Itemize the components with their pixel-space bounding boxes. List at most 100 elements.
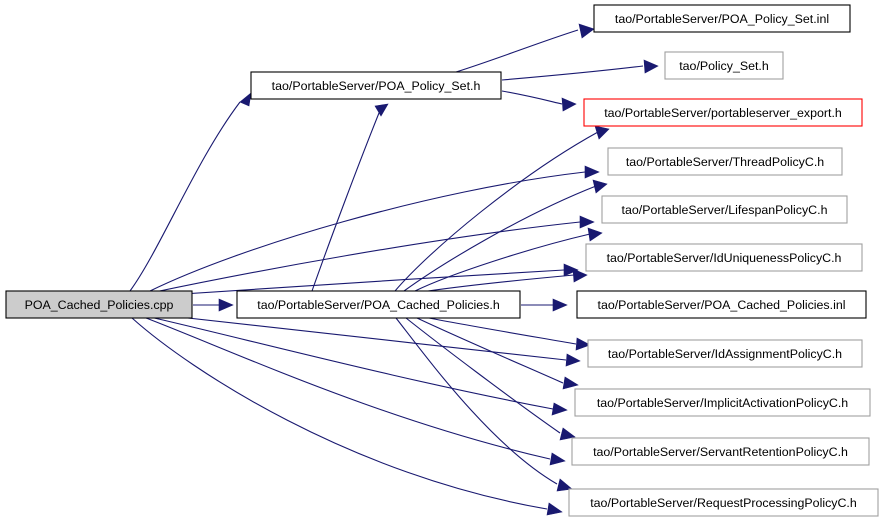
arrowhead-icon	[546, 502, 563, 516]
node-box[interactable]	[587, 339, 863, 368]
node-label: tao/PortableServer/portableserver_export…	[604, 106, 842, 120]
arrowhead-icon	[587, 227, 603, 242]
graph-node-policy_set_top_h[interactable]: tao/Policy_Set.h	[664, 51, 784, 80]
edge-line	[428, 317, 577, 345]
arrowhead-icon	[552, 298, 568, 312]
node-label: tao/PortableServer/POA_Policy_Set.inl	[615, 12, 829, 26]
graph-node-portableserver_export_h[interactable]: tao/PortableServer/portableserver_export…	[583, 98, 863, 127]
node-label: tao/PortableServer/IdUniquenessPolicyC.h	[607, 251, 842, 265]
arrowhead-icon	[562, 376, 579, 390]
edge-line	[414, 233, 591, 292]
graph-node-policy_set_h[interactable]: tao/PortableServer/POA_Policy_Set.h	[250, 71, 502, 100]
edge-line	[395, 317, 558, 485]
arrowhead-icon	[578, 23, 595, 39]
node-box[interactable]	[574, 388, 871, 417]
edge-line	[394, 131, 599, 292]
node-box[interactable]	[571, 437, 870, 466]
arrowhead-icon	[549, 452, 566, 466]
graph-node-thread_policy_c_h[interactable]: tao/PortableServer/ThreadPolicyC.h	[607, 147, 843, 176]
arrowhead-icon	[563, 263, 579, 277]
node-label: tao/PortableServer/LifespanPolicyC.h	[622, 203, 828, 217]
graph-node-lifespan_policy_c_h[interactable]: tao/PortableServer/LifespanPolicyC.h	[601, 195, 848, 224]
edge-line	[455, 29, 579, 73]
graph-edge-cached_policies_h-to-idassignment	[428, 317, 591, 351]
arrowhead-icon	[556, 478, 573, 492]
graph-edge-root-to-iduniqueness	[151, 263, 579, 297]
graph-node-iduniqueness_policy_c_h[interactable]: tao/PortableServer/IdUniquenessPolicyC.h	[585, 243, 863, 272]
graph-edge-policy_set_h-to-inl	[455, 23, 595, 73]
edge-line	[501, 90, 563, 105]
graph-edge-cached_policies_h-to-servant	[405, 317, 576, 441]
graph-node-idassignment_policy_c_h[interactable]: tao/PortableServer/IdAssignmentPolicyC.h	[587, 339, 863, 368]
graph-edge-root-to-servant	[145, 317, 566, 466]
node-box[interactable]	[250, 71, 502, 100]
graph-node-policy_set_inl[interactable]: tao/PortableServer/POA_Policy_Set.inl	[593, 4, 851, 33]
arrowhead-icon	[561, 97, 577, 112]
arrowhead-icon	[643, 59, 659, 74]
node-box[interactable]	[583, 98, 863, 127]
arrowhead-icon	[565, 353, 581, 367]
arrowhead-icon	[559, 427, 576, 441]
edge-line	[416, 317, 564, 384]
graph-edge-cached_policies_h-to-cached_inl	[521, 298, 568, 312]
edge-line	[129, 101, 241, 292]
graph-edge-cached_policies_h-to-request	[395, 317, 573, 492]
node-label: tao/PortableServer/ServantRetentionPolic…	[593, 445, 848, 459]
graph-edge-cached_policies_h-to-export	[394, 125, 610, 292]
graph-edge-cached_policies_h-to-lifespan	[414, 227, 603, 292]
graph-node-implicitactivation_policy_c_h[interactable]: tao/PortableServer/ImplicitActivationPol…	[574, 388, 871, 417]
edge-line	[149, 221, 581, 294]
graph-nodes: POA_Cached_Policies.cpp tao/PortableServe…	[5, 4, 879, 517]
node-label: tao/PortableServer/ImplicitActivationPol…	[597, 396, 848, 410]
graph-node-requestprocessing_policy_c_h[interactable]: tao/PortableServer/RequestProcessingPoli…	[568, 488, 879, 517]
graph-edge-root-to-implicit	[149, 316, 568, 416]
graph-node-root[interactable]: POA_Cached_Policies.cpp	[5, 290, 193, 319]
arrowhead-icon	[584, 165, 600, 179]
node-box[interactable]	[576, 290, 867, 319]
graph-edge-cached_policies_h-to-iduniqueness	[427, 268, 588, 292]
arrowhead-icon	[572, 268, 588, 283]
arrowhead-icon	[575, 337, 591, 351]
edge-line	[151, 269, 565, 297]
arrowhead-icon	[218, 298, 234, 312]
node-box[interactable]	[5, 290, 193, 319]
arrowhead-icon	[592, 179, 608, 194]
edge-line	[149, 316, 554, 410]
graph-edge-cached_policies_h-to-policy_set_h	[311, 103, 389, 292]
arrowhead-icon	[551, 402, 568, 416]
arrowhead-icon	[239, 92, 252, 107]
graph-node-cached_policies_inl[interactable]: tao/PortableServer/POA_Cached_Policies.i…	[576, 290, 867, 319]
graph-edge-root-to-policy_set_h	[129, 92, 252, 292]
arrowhead-icon	[594, 125, 610, 140]
graph-edge-root-to-idassignment	[151, 313, 581, 367]
graph-edge-cached_policies_h-to-thread	[403, 179, 608, 292]
node-box[interactable]	[664, 51, 784, 80]
node-label: tao/PortableServer/POA_Policy_Set.h	[272, 79, 481, 93]
graph-node-servantretention_policy_c_h[interactable]: tao/PortableServer/ServantRetentionPolic…	[571, 437, 870, 466]
node-box[interactable]	[585, 243, 863, 272]
graph-edge-root-to-cached_policies_h	[193, 298, 234, 312]
graph-node-cached_policies_h[interactable]: tao/PortableServer/POA_Cached_Policies.h	[236, 290, 521, 319]
node-box[interactable]	[568, 488, 879, 517]
graph-edge-policy_set_h-to-policy_set	[501, 59, 659, 81]
node-label: tao/PortableServer/POA_Cached_Policies.h	[257, 298, 500, 312]
node-box[interactable]	[607, 147, 843, 176]
edge-line	[403, 185, 597, 292]
node-box[interactable]	[593, 4, 851, 33]
graph-edge-root-to-request	[131, 317, 563, 516]
node-label: tao/Policy_Set.h	[679, 59, 769, 73]
edge-line	[311, 107, 382, 292]
graph-edge-cached_policies_h-to-implicit	[416, 317, 579, 390]
node-box[interactable]	[601, 195, 848, 224]
edge-line	[131, 317, 548, 510]
edge-line	[151, 313, 567, 361]
edge-line	[405, 317, 561, 434]
edge-line	[145, 317, 551, 460]
node-label: tao/PortableServer/IdAssignmentPolicyC.h	[608, 347, 842, 361]
arrowhead-icon	[579, 215, 595, 229]
node-box[interactable]	[236, 290, 521, 319]
edge-line	[501, 65, 644, 81]
arrowhead-icon	[374, 103, 389, 117]
node-label: tao/PortableServer/RequestProcessingPoli…	[590, 496, 857, 510]
